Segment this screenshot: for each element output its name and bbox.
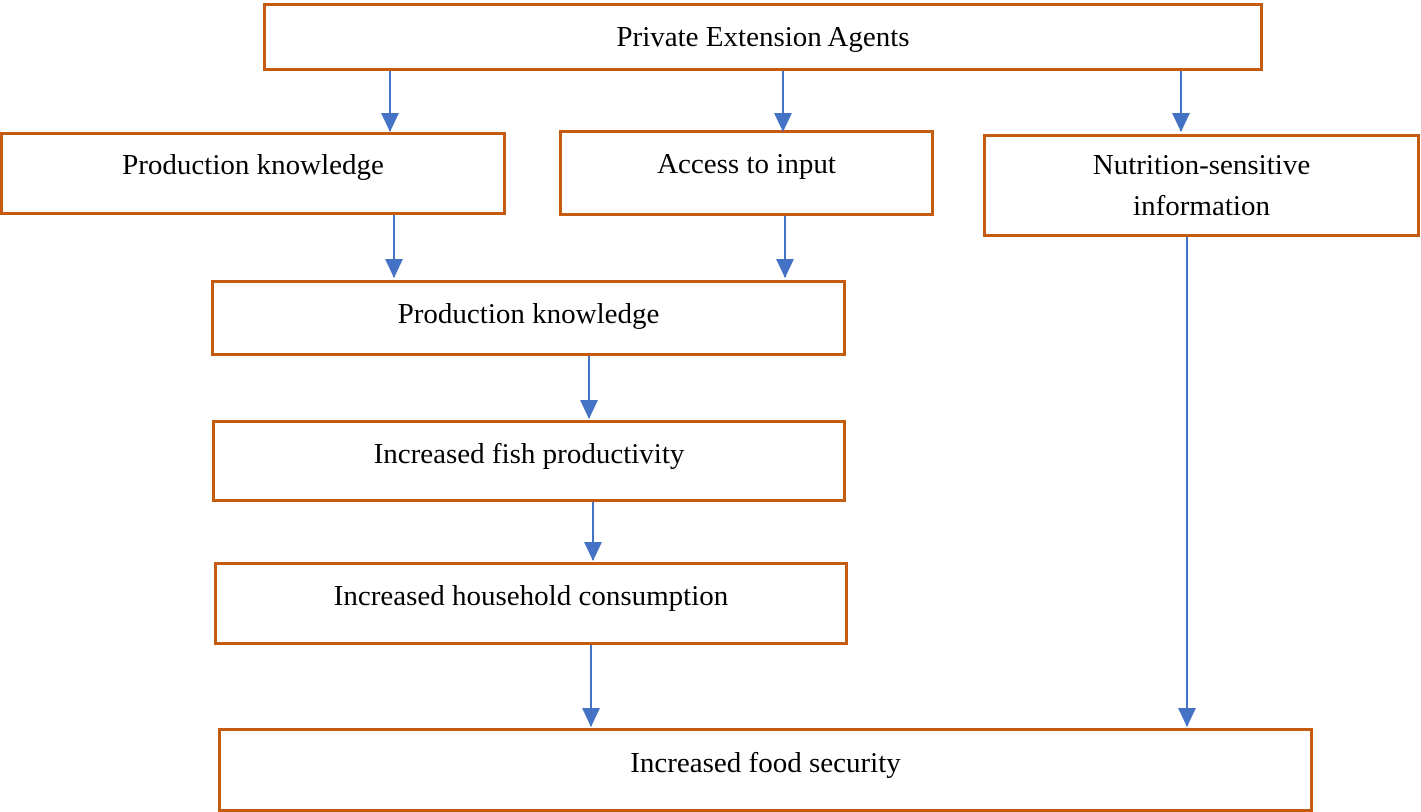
node-label-line: information bbox=[1133, 189, 1270, 222]
arrowhead bbox=[385, 259, 403, 278]
arrowhead bbox=[1172, 113, 1190, 132]
node-label: Nutrition-sensitive information bbox=[1093, 145, 1310, 227]
arrowhead bbox=[776, 259, 794, 278]
arrowhead bbox=[381, 113, 399, 132]
node-private-extension-agents: Private Extension Agents bbox=[263, 3, 1263, 71]
node-increased-food-security: Increased food security bbox=[218, 728, 1313, 812]
node-label: Access to input bbox=[657, 147, 836, 180]
node-increased-fish-productivity: Increased fish productivity bbox=[212, 420, 846, 502]
node-label: Increased food security bbox=[630, 746, 901, 779]
node-production-knowledge-top: Production knowledge bbox=[0, 132, 506, 215]
arrowhead bbox=[1178, 708, 1196, 727]
node-label: Increased household consumption bbox=[333, 580, 729, 612]
node-label: Private Extension Agents bbox=[616, 20, 910, 53]
arrowhead bbox=[582, 708, 600, 727]
node-label-line: Nutrition-sensitive bbox=[1092, 148, 1311, 181]
node-label: Increased fish productivity bbox=[373, 437, 685, 470]
node-label: Production knowledge bbox=[122, 149, 384, 181]
node-production-knowledge-middle: Production knowledge bbox=[211, 280, 846, 356]
node-access-to-input: Access to input bbox=[559, 130, 934, 216]
arrowhead bbox=[584, 542, 602, 561]
arrowhead bbox=[774, 113, 792, 132]
node-increased-household-consumption: Increased household consumption bbox=[214, 562, 848, 645]
node-nutrition-sensitive-information: Nutrition-sensitive information bbox=[983, 134, 1420, 237]
node-label: Production knowledge bbox=[397, 297, 660, 330]
arrowhead bbox=[580, 400, 598, 419]
